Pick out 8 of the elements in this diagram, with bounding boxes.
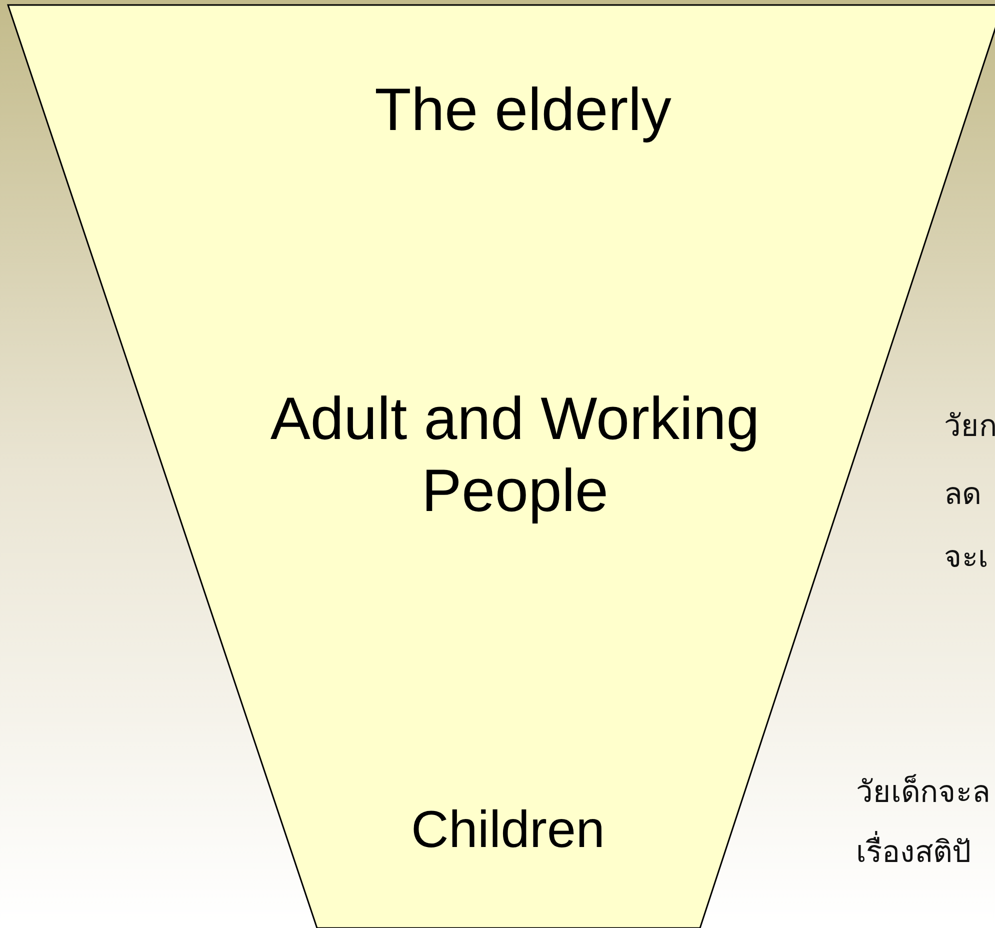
note-text: วัยก [944, 408, 995, 446]
note-text: เรื่องสติปั [856, 828, 971, 875]
band-label: Adult and Working People [269, 384, 761, 526]
note-text: จะเ [944, 539, 988, 577]
note-text: ลด [944, 476, 981, 514]
band-label: The elderly [374, 75, 672, 145]
note-text: วัยเด็กจะล [856, 773, 990, 812]
band-label: Children [410, 800, 606, 861]
